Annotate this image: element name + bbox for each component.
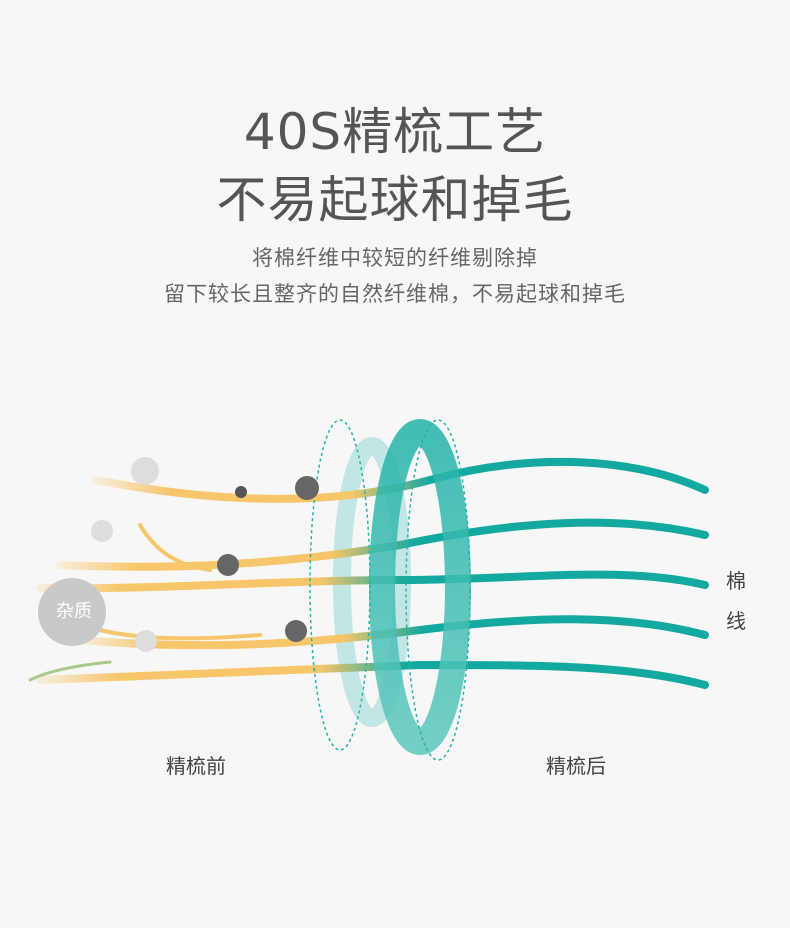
impurity-particle	[295, 476, 319, 500]
ring-dashed-left	[309, 419, 371, 751]
impurity-large	[38, 578, 106, 646]
comb-ring	[369, 419, 471, 755]
fiber-2	[56, 518, 709, 571]
cotton-label-2: 线	[726, 609, 746, 633]
short-fiber-3	[98, 628, 262, 641]
combing-diagram	[28, 419, 709, 761]
cotton-label-1: 棉	[726, 569, 746, 593]
impurity-particle	[235, 486, 247, 498]
short-fiber-2	[28, 660, 112, 682]
fiber-3	[36, 570, 709, 593]
before-combing-label: 精梳前	[166, 754, 226, 778]
ring-dashed-right	[405, 419, 471, 761]
impurity-particle	[131, 457, 159, 485]
impurity-label: 杂质	[56, 601, 92, 622]
impurity-particle	[285, 620, 307, 642]
page-title-line-1: 40S精梳工艺	[243, 103, 547, 161]
after-combing-label: 精梳后	[546, 754, 606, 778]
impurity-particle	[217, 554, 239, 576]
short-fiber-1	[138, 523, 212, 572]
impurity-particle	[91, 520, 113, 542]
fiber-4	[76, 615, 709, 650]
fiber-1	[92, 457, 709, 503]
description-line-1: 将棉纤维中较短的纤维剔除掉	[252, 246, 538, 270]
description-line-2: 留下较长且整齐的自然纤维棉，不易起球和掉毛	[164, 282, 626, 306]
fiber-5	[36, 660, 709, 689]
impurity-particle	[135, 630, 157, 652]
page-title-line-2: 不易起球和掉毛	[216, 171, 574, 229]
